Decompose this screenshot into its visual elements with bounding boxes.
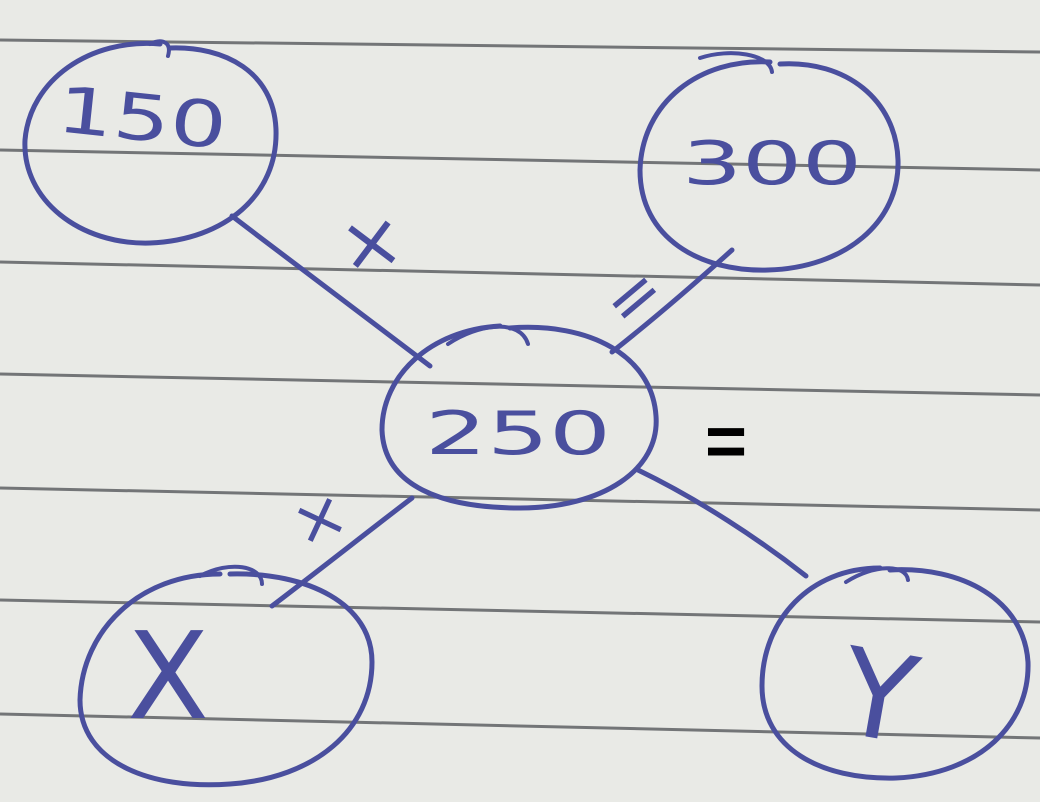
printed-equals-sign: = (705, 402, 747, 482)
ruled-lines (0, 38, 1040, 740)
node-circle-top-right (637, 59, 901, 273)
rule-line (0, 38, 1040, 54)
edge-bottom-right (635, 467, 809, 579)
node-label-center: 250 (425, 399, 611, 469)
node-circles (22, 39, 1031, 788)
node-circle-top-left-hook (148, 39, 171, 58)
node-circle-bottom-right (759, 565, 1031, 781)
node-circle-bottom-right-hook (844, 566, 910, 584)
edge-top-left (229, 213, 433, 369)
rule-line (0, 486, 1040, 512)
node-circle-top-right-hook (698, 51, 774, 74)
node-circle-bottom-left (77, 571, 375, 788)
node-circle-top-left (22, 40, 279, 246)
node-label-top-right: 300 (682, 129, 862, 199)
edge-bottom-left (269, 495, 415, 609)
rule-line (0, 372, 1040, 397)
rule-line (0, 260, 1040, 287)
node-circle-center (379, 323, 659, 511)
rule-line (0, 712, 1040, 740)
node-label-bottom-left: X (127, 608, 209, 747)
node-circle-center-hook (446, 324, 530, 346)
operator-times-top-left: × (334, 193, 409, 290)
node-label-top-left: 150 (53, 73, 230, 164)
rule-line (0, 148, 1040, 172)
rule-line (0, 598, 1040, 624)
node-circle-bottom-left-hook (198, 564, 264, 586)
